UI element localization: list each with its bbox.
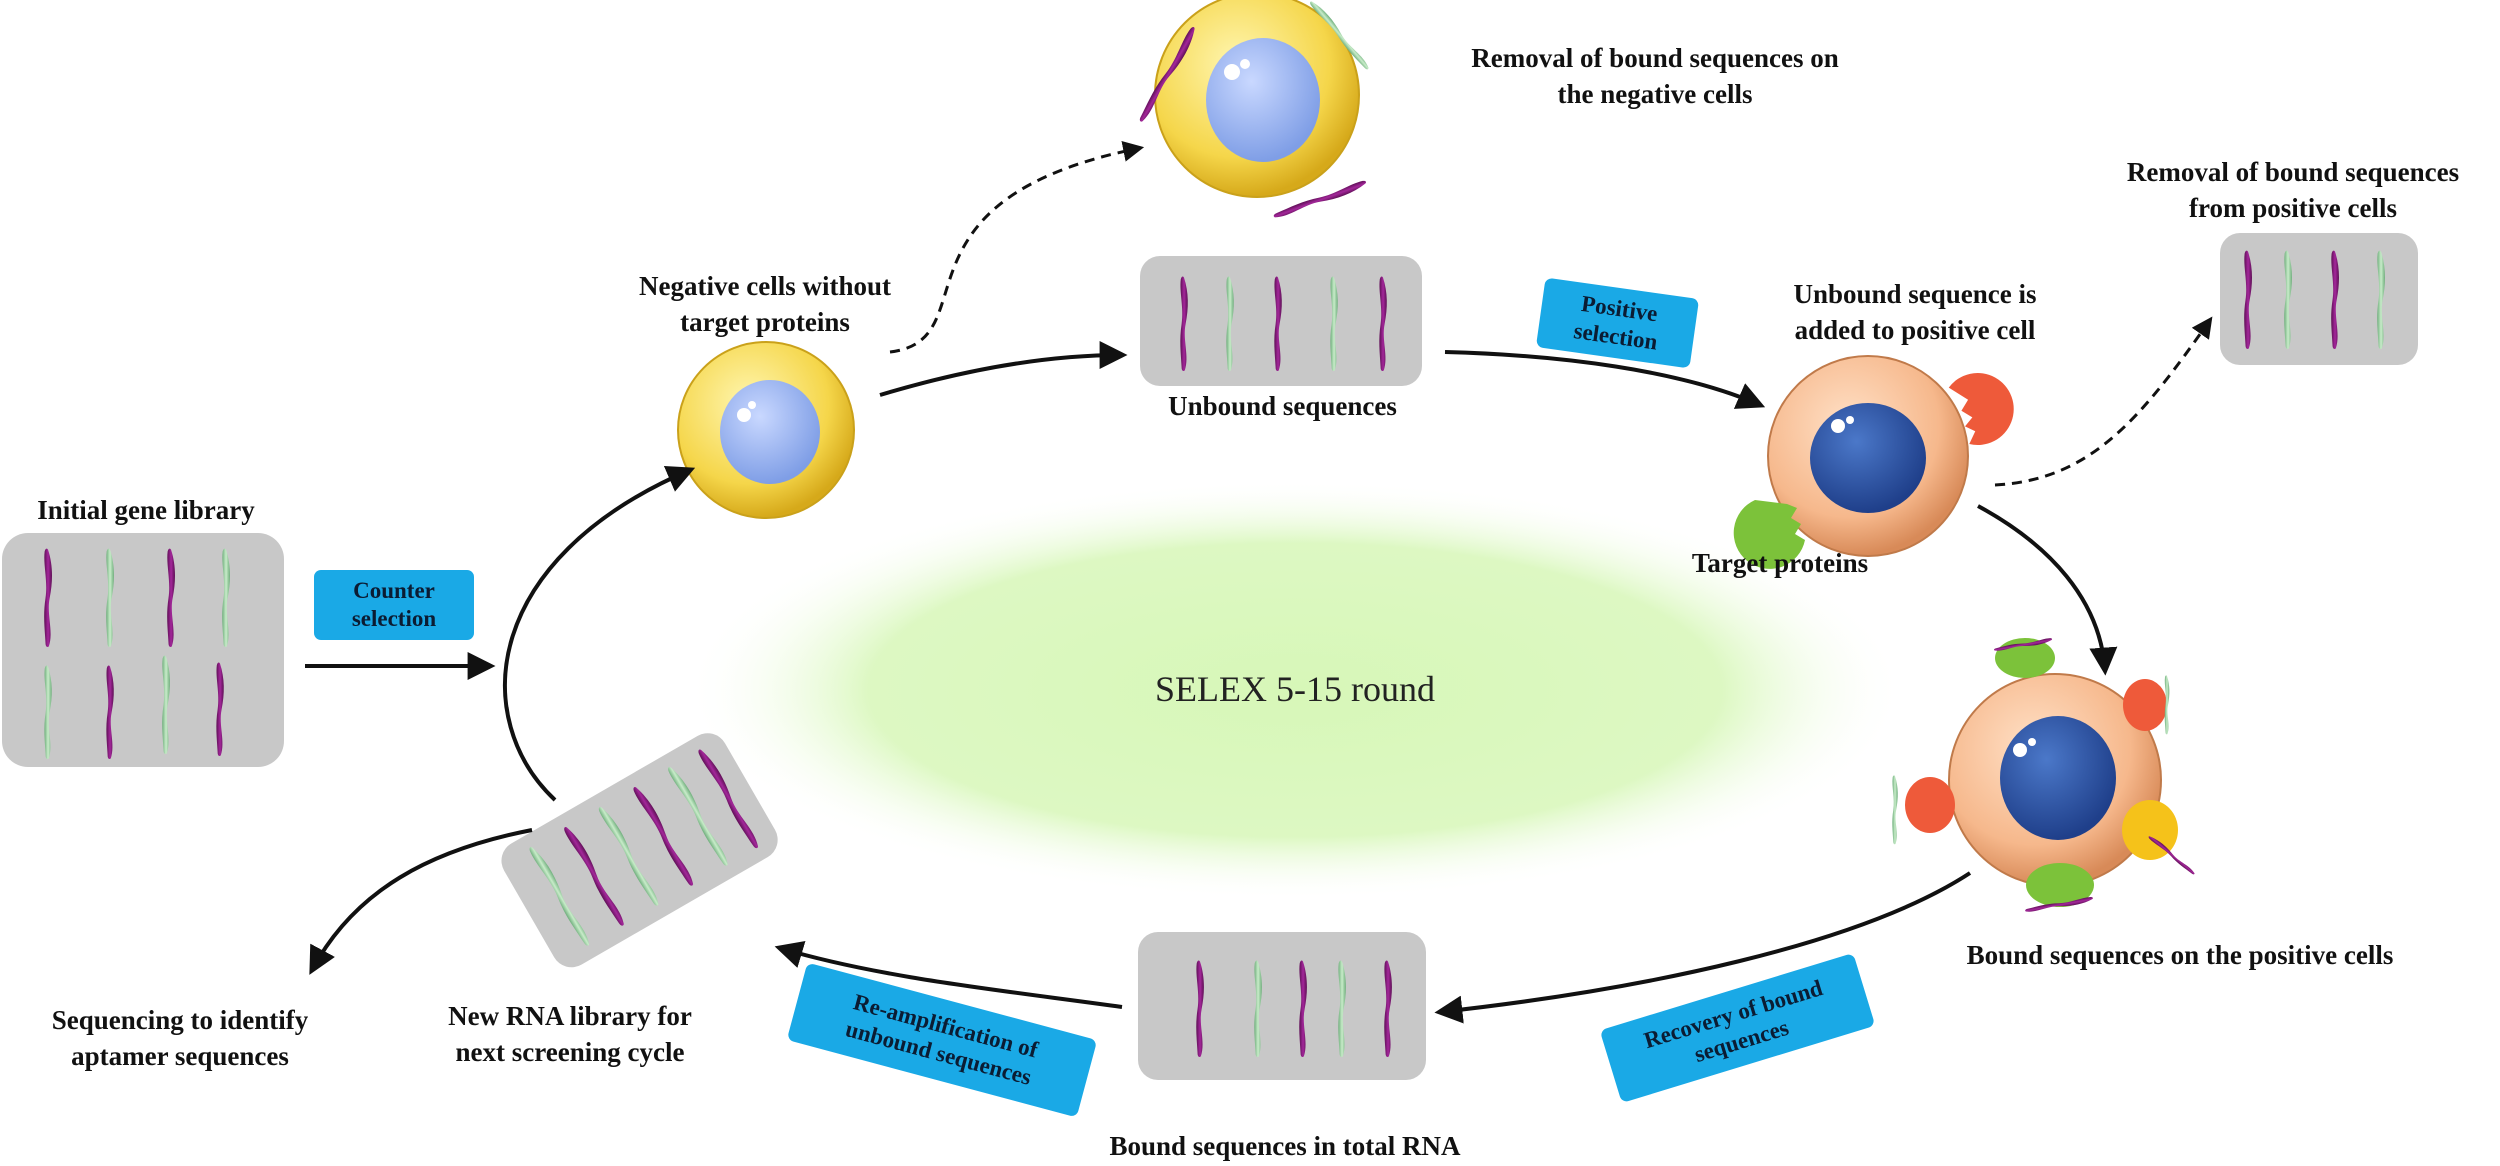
- unbound-sequences-box: [1140, 256, 1422, 386]
- center-glow: [685, 480, 1905, 900]
- arrow-to-bound-cell: [1977, 504, 2118, 676]
- label-bound-total-rna: Bound sequences in total RNA: [1109, 1131, 1461, 1161]
- positive-cell-bound: [1892, 637, 2197, 914]
- arrow-to-bound-total-rna: [1434, 871, 1972, 1024]
- label-target-proteins: Target proteins: [1691, 548, 1869, 578]
- negative-cell-removal: [1137, 0, 1372, 221]
- label-negative-cells: Negative cells without target proteins: [639, 271, 891, 338]
- initial-library-box: [2, 533, 284, 767]
- label-unbound-added: Unbound sequence is added to positive ce…: [1793, 279, 2037, 346]
- new-rna-library-box: [501, 733, 778, 968]
- label-initial-library: Initial gene library: [37, 495, 255, 525]
- removal-positive-box: [2220, 233, 2418, 365]
- arrow-to-positive-cell: [1444, 350, 1766, 409]
- arrow-to-new-library: [774, 941, 1123, 1009]
- counter-selection-step: Counter selection: [314, 570, 474, 640]
- positive-cell: [1733, 355, 2014, 569]
- arrow-to-unbound: [879, 341, 1128, 397]
- label-sequencing: Sequencing to identify aptamer sequences: [51, 1005, 309, 1072]
- label-removal-negative: Removal of bound sequences on the negati…: [1471, 43, 1839, 110]
- negative-cell: [677, 341, 855, 519]
- label-new-rna-library: New RNA library for next screening cycle: [448, 1001, 692, 1068]
- center-title: SELEX 5-15 round: [1155, 669, 1435, 709]
- label-bound-positive: Bound sequences on the positive cells: [1966, 940, 2394, 970]
- arrow-to-sequencing: [309, 828, 533, 975]
- label-removal-positive: Removal of bound sequences from positive…: [2126, 157, 2460, 224]
- bound-total-rna-box: [1138, 932, 1426, 1080]
- dashed-arrow-to-removal-positive: [1994, 316, 2213, 487]
- arrow-to-negative-cell: [503, 465, 696, 802]
- label-unbound-sequences: Unbound sequences: [1168, 391, 1397, 421]
